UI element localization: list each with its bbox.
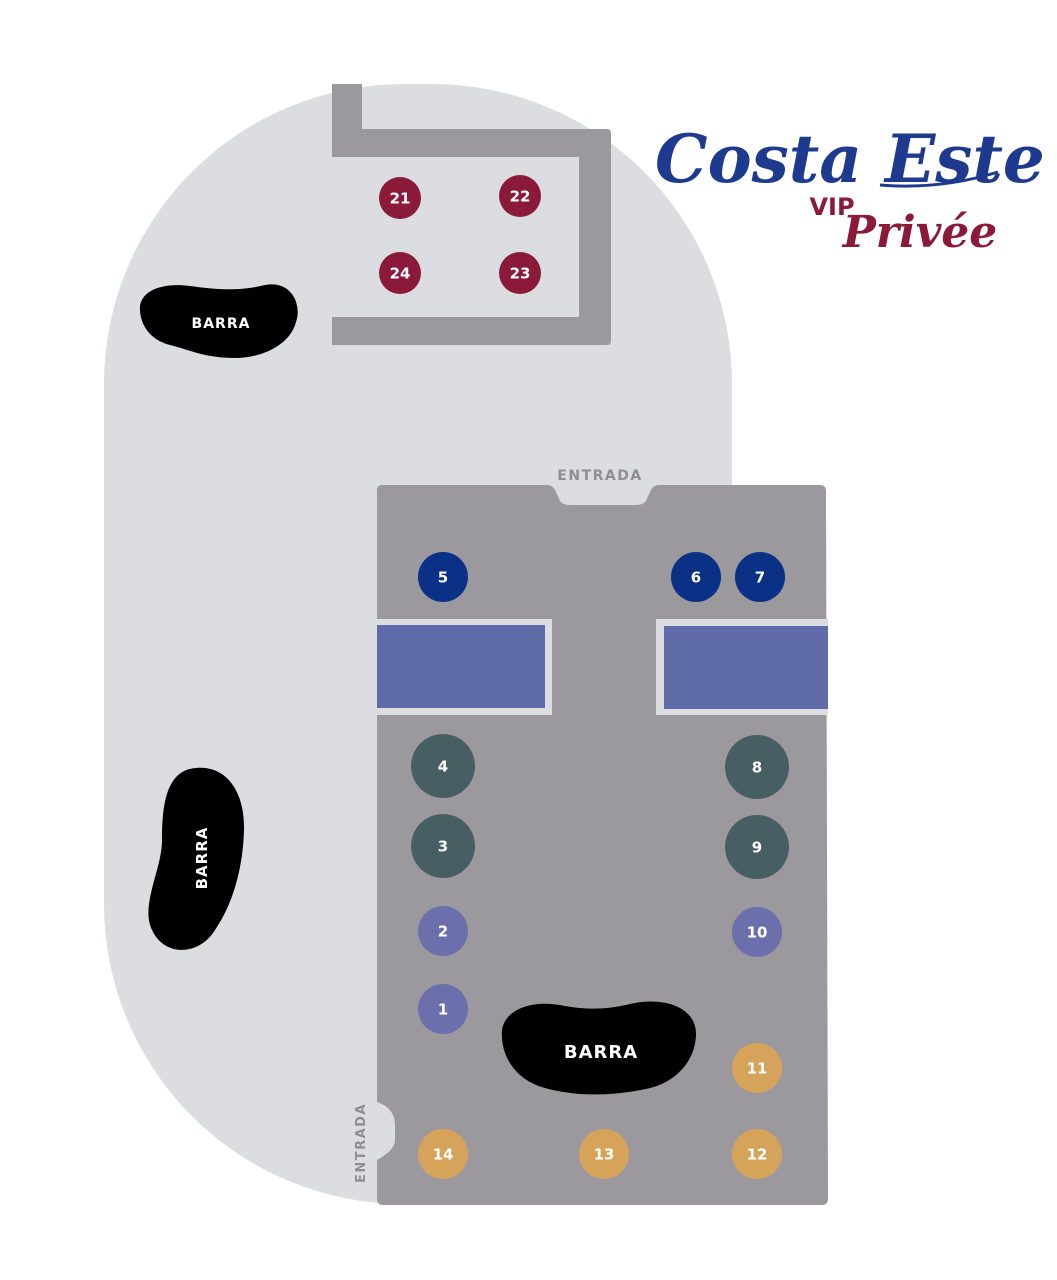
bar-top-left bbox=[139, 284, 298, 358]
brand-subtitle: Privée bbox=[841, 207, 998, 258]
table-number: 21 bbox=[390, 190, 411, 208]
table-number: 2 bbox=[438, 923, 448, 941]
table-9[interactable]: 9 bbox=[725, 815, 789, 879]
brand-name: Costa Este bbox=[655, 120, 1045, 198]
table-22[interactable]: 22 bbox=[499, 175, 541, 217]
bar-left-label: BARRA bbox=[193, 827, 211, 890]
table-marker[interactable] bbox=[499, 252, 541, 294]
bar-center-label: BARRA bbox=[564, 1042, 638, 1063]
stage-block-right bbox=[664, 626, 828, 709]
table-4[interactable]: 4 bbox=[411, 734, 475, 798]
table-11[interactable]: 11 bbox=[732, 1043, 782, 1093]
logo-swash bbox=[879, 170, 999, 188]
brand-logo: Costa Este VIP Privée bbox=[655, 120, 1045, 258]
table-14[interactable]: 14 bbox=[418, 1129, 468, 1179]
table-marker[interactable] bbox=[671, 552, 721, 602]
entrance-left-label: ENTRADA bbox=[354, 1103, 369, 1183]
table-marker[interactable] bbox=[499, 175, 541, 217]
table-number: 5 bbox=[438, 569, 448, 587]
table-6[interactable]: 6 bbox=[671, 552, 721, 602]
table-marker[interactable] bbox=[411, 734, 475, 798]
table-23[interactable]: 23 bbox=[499, 252, 541, 294]
table-2[interactable]: 2 bbox=[418, 906, 468, 956]
table-8[interactable]: 8 bbox=[725, 735, 789, 799]
table-21[interactable]: 21 bbox=[379, 177, 421, 219]
table-number: 11 bbox=[747, 1060, 768, 1078]
table-13[interactable]: 13 bbox=[579, 1129, 629, 1179]
table-marker[interactable] bbox=[379, 177, 421, 219]
table-7[interactable]: 7 bbox=[735, 552, 785, 602]
table-number: 3 bbox=[438, 838, 448, 856]
table-number: 22 bbox=[510, 188, 531, 206]
table-24[interactable]: 24 bbox=[379, 252, 421, 294]
table-marker[interactable] bbox=[732, 907, 782, 957]
table-12[interactable]: 12 bbox=[732, 1129, 782, 1179]
bar-left bbox=[148, 767, 245, 950]
table-number: 4 bbox=[438, 758, 448, 776]
table-number: 9 bbox=[752, 839, 762, 857]
bar-center bbox=[501, 1001, 697, 1095]
table-marker[interactable] bbox=[735, 552, 785, 602]
table-number: 14 bbox=[433, 1146, 454, 1164]
stage-block-left bbox=[377, 625, 545, 708]
table-number: 7 bbox=[755, 569, 765, 587]
table-number: 12 bbox=[747, 1146, 768, 1164]
table-marker[interactable] bbox=[418, 552, 468, 602]
table-10[interactable]: 10 bbox=[732, 907, 782, 957]
table-number: 10 bbox=[747, 924, 768, 942]
brand-tier: VIP bbox=[809, 193, 854, 221]
table-marker[interactable] bbox=[725, 735, 789, 799]
entrance-top-label: ENTRADA bbox=[557, 468, 642, 484]
table-marker[interactable] bbox=[732, 1129, 782, 1179]
table-marker[interactable] bbox=[732, 1043, 782, 1093]
table-number: 8 bbox=[752, 759, 762, 777]
table-number: 6 bbox=[691, 569, 701, 587]
table-number: 24 bbox=[390, 265, 411, 283]
table-3[interactable]: 3 bbox=[411, 814, 475, 878]
table-marker[interactable] bbox=[725, 815, 789, 879]
bar-top-left-label: BARRA bbox=[192, 316, 251, 332]
table-marker[interactable] bbox=[418, 1129, 468, 1179]
table-marker[interactable] bbox=[579, 1129, 629, 1179]
table-marker[interactable] bbox=[418, 906, 468, 956]
table-marker[interactable] bbox=[411, 814, 475, 878]
table-5[interactable]: 5 bbox=[418, 552, 468, 602]
table-marker[interactable] bbox=[418, 984, 468, 1034]
table-number: 23 bbox=[510, 265, 531, 283]
private-room-wall bbox=[332, 84, 611, 345]
table-number: 13 bbox=[594, 1146, 615, 1164]
table-marker[interactable] bbox=[379, 252, 421, 294]
table-1[interactable]: 1 bbox=[418, 984, 468, 1034]
table-number: 1 bbox=[438, 1001, 448, 1019]
